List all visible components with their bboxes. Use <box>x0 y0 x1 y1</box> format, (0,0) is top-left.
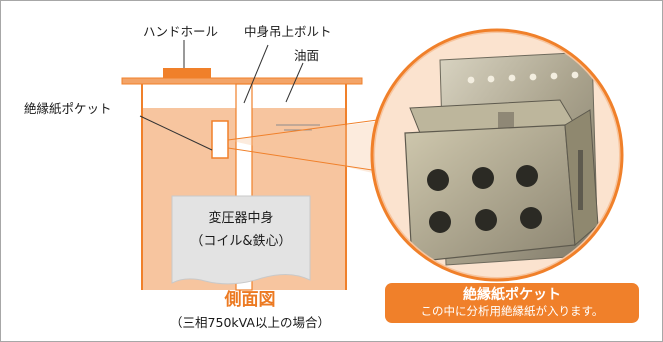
label-core-line1: 変圧器中身 <box>208 210 273 226</box>
core-shape <box>171 195 311 285</box>
pocket-marker <box>211 120 229 159</box>
leader-pocket <box>139 115 213 151</box>
label-oil-surface: 油面 <box>294 48 319 63</box>
callout-title: 絶縁紙ポケット <box>463 287 561 303</box>
handhole-cover <box>163 68 211 78</box>
magnifier-connector <box>228 120 388 176</box>
label-core-bolt: 中身吊上ボルト <box>244 24 332 39</box>
pocket-photo <box>375 33 619 277</box>
label-handhole: ハンドホール <box>143 24 218 39</box>
leader-oil <box>285 62 304 103</box>
side-view-subtitle: （三相750kVA以上の場合） <box>170 315 330 330</box>
tank-body <box>141 84 347 290</box>
magnifier-line-top <box>227 117 393 141</box>
label-core-line2: （コイル&鉄心） <box>190 234 291 249</box>
leader-core-bolt <box>243 44 269 104</box>
label-pocket: 絶縁紙ポケット <box>24 101 112 116</box>
magnifier-line-bottom <box>227 147 386 173</box>
side-view-title: 側面図 <box>224 290 276 310</box>
pocket-callout: 絶縁紙ポケット この中に分析用絶縁紙が入ります。 <box>385 283 639 323</box>
callout-description: この中に分析用絶縁紙が入ります。 <box>420 304 604 318</box>
tank-lid <box>121 77 363 85</box>
